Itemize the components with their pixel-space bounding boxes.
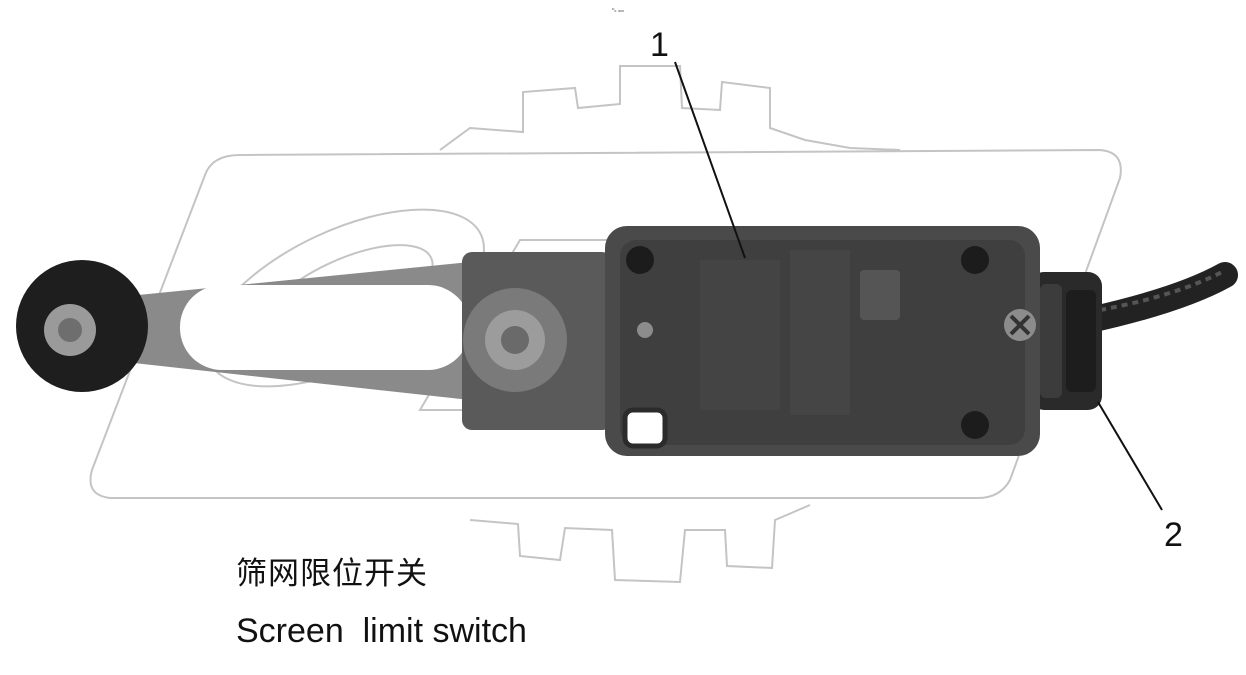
- caption-english: Screen limit switch: [236, 612, 527, 650]
- leader-line-1: [674, 61, 746, 259]
- switch-body: [605, 226, 1040, 456]
- cable: [1077, 262, 1238, 333]
- callout-2-label: 2: [1164, 516, 1183, 554]
- leader-lines: [674, 61, 1163, 511]
- roller-wheel: [16, 260, 148, 392]
- leader-line-2: [1097, 401, 1163, 511]
- gear-watermark-icon: [89, 65, 1122, 584]
- actuator-head: [462, 252, 612, 430]
- callout-1-label: 1: [650, 26, 669, 64]
- header-small-mark: ᴰ₀ ₉₀₀: [612, 8, 624, 14]
- cable-gland: [1030, 272, 1102, 410]
- caption-chinese: 筛网限位开关: [236, 556, 428, 592]
- lever-arm: [88, 262, 470, 400]
